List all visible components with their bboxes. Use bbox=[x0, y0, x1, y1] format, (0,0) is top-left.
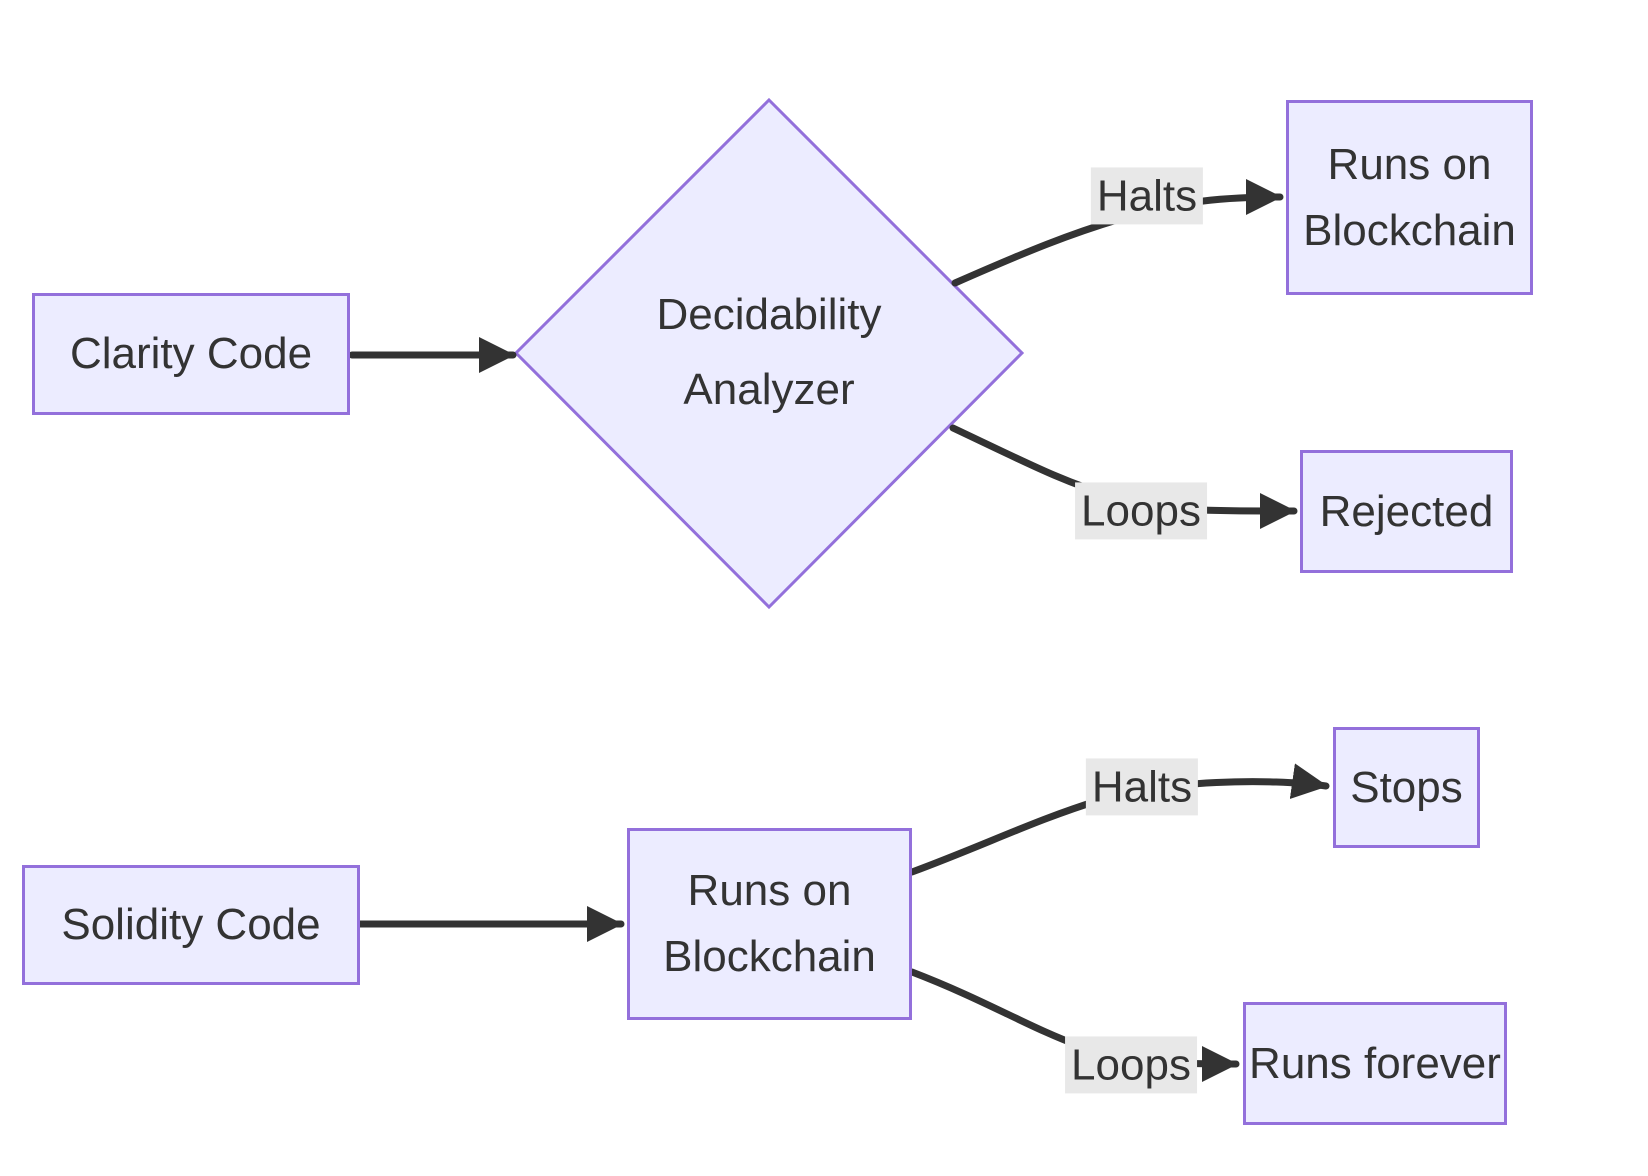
node-solidity-code: Solidity Code bbox=[22, 865, 360, 985]
decidability-analyzer-diamond bbox=[513, 97, 1025, 610]
node-runs-on-blockchain-bottom: Runs on Blockchain bbox=[627, 828, 912, 1020]
node-clarity-code: Clarity Code bbox=[32, 293, 350, 415]
node-decidability-analyzer-label: Decidability Analyzer bbox=[656, 290, 882, 414]
node-rejected: Rejected bbox=[1300, 450, 1513, 573]
node-runs-forever: Runs forever bbox=[1243, 1002, 1507, 1125]
edge-label-halts-bottom: Halts bbox=[1085, 758, 1199, 816]
edge-label-loops-bottom: Loops bbox=[1065, 1036, 1197, 1094]
node-runs-on-blockchain-top: Runs on Blockchain bbox=[1286, 100, 1533, 295]
edge-label-loops-top: Loops bbox=[1075, 482, 1207, 540]
node-stops: Stops bbox=[1333, 727, 1480, 848]
edge-label-halts-top: Halts bbox=[1090, 167, 1204, 225]
